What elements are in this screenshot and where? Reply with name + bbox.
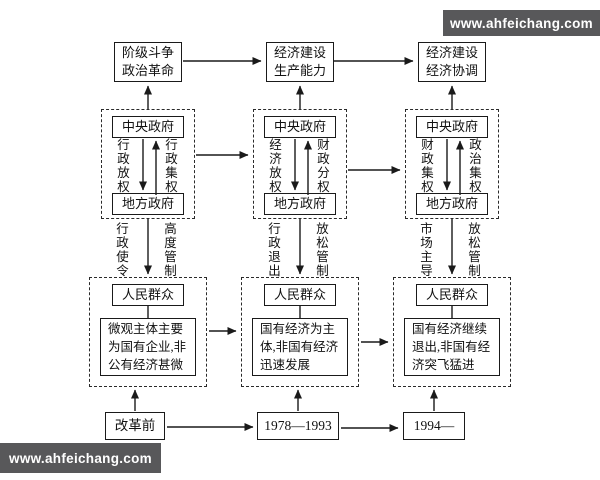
centralize-label-col2: 财政分权 bbox=[315, 138, 329, 194]
local-gov-box-col3: 地方政府 bbox=[416, 193, 488, 215]
centralize-label-col1: 行政集权 bbox=[163, 138, 177, 194]
people-box-col1: 人民群众 bbox=[112, 284, 184, 306]
people-group-col3 bbox=[393, 277, 511, 387]
decentralize-label-col2: 经济放权 bbox=[267, 138, 281, 194]
central-gov-box-col1: 中央政府 bbox=[112, 116, 184, 138]
goal-box-col2: 经济建设 生产能力 bbox=[266, 42, 334, 82]
gov-people-right-label-col1: 高度管制 bbox=[162, 222, 176, 278]
central-gov-box-col2: 中央政府 bbox=[264, 116, 336, 138]
decentralize-label-col3: 财政集权 bbox=[419, 138, 433, 194]
gov-people-right-label-col3: 放松管制 bbox=[466, 222, 480, 278]
centralize-label-col3: 政治集权 bbox=[467, 138, 481, 194]
economy-desc-col3: 国有经济继续 退出,非国有经 济突飞猛进 bbox=[404, 318, 500, 376]
gov-people-left-label-col3: 市场主导 bbox=[418, 222, 432, 278]
era-box-col1: 改革前 bbox=[105, 412, 165, 440]
economy-desc-col2: 国有经济为主 体,非国有经济 迅速发展 bbox=[252, 318, 348, 376]
gov-people-left-label-col2: 行政退出 bbox=[266, 222, 280, 278]
central-gov-box-col3: 中央政府 bbox=[416, 116, 488, 138]
people-group-col1 bbox=[89, 277, 207, 387]
people-box-col3: 人民群众 bbox=[416, 284, 488, 306]
goal-box-col1: 阶级斗争 政治革命 bbox=[114, 42, 182, 82]
era-box-col2: 1978—1993 bbox=[257, 412, 339, 440]
goal-box-col3: 经济建设 经济协调 bbox=[418, 42, 486, 82]
local-gov-box-col2: 地方政府 bbox=[264, 193, 336, 215]
economy-desc-col1: 微观主体主要 为国有企业,非 公有经济甚微 bbox=[100, 318, 196, 376]
gov-people-left-label-col1: 行政使令 bbox=[114, 222, 128, 278]
decentralize-label-col1: 行政放权 bbox=[115, 138, 129, 194]
era-box-col3: 1994— bbox=[403, 412, 465, 440]
watermark-top-right: www.ahfeichang.com bbox=[443, 10, 600, 36]
watermark-bottom-left: www.ahfeichang.com bbox=[0, 443, 161, 473]
local-gov-box-col1: 地方政府 bbox=[112, 193, 184, 215]
people-box-col2: 人民群众 bbox=[264, 284, 336, 306]
gov-group-col2 bbox=[253, 109, 347, 219]
gov-group-col1 bbox=[101, 109, 195, 219]
gov-people-right-label-col2: 放松管制 bbox=[314, 222, 328, 278]
people-group-col2 bbox=[241, 277, 359, 387]
gov-group-col3 bbox=[405, 109, 499, 219]
